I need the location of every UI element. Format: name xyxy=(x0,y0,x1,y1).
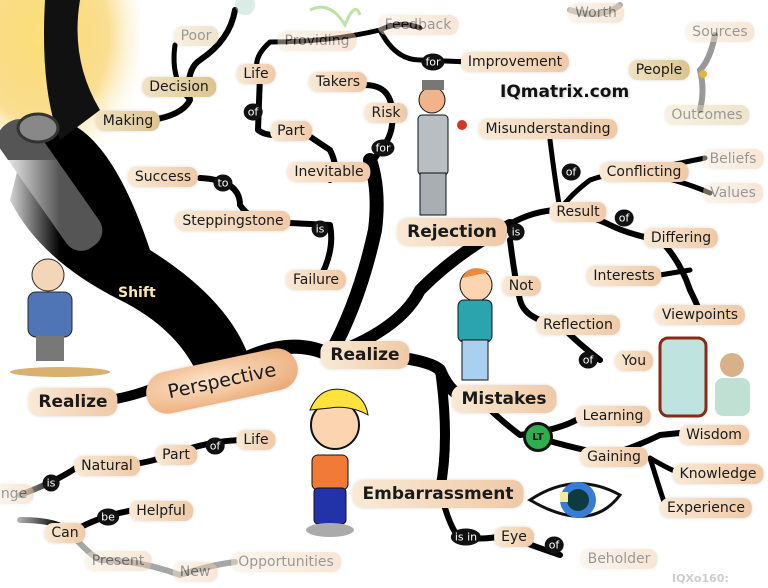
node-reflection[interactable]: Reflection xyxy=(536,315,620,335)
old-man-icon xyxy=(10,258,110,377)
lt-badge: LT xyxy=(523,422,553,452)
node-present[interactable]: Present xyxy=(84,551,152,571)
node-takers[interactable]: Takers xyxy=(308,72,368,92)
node-people[interactable]: People xyxy=(628,60,690,80)
node-making[interactable]: Making xyxy=(95,111,161,131)
node-inevitable[interactable]: Inevitable xyxy=(287,162,371,182)
site-brand: IQmatrix.com xyxy=(500,82,630,102)
node-knowledge[interactable]: Knowledge xyxy=(672,464,764,484)
connector-of-part: of xyxy=(205,437,225,455)
connector-is-in: is in xyxy=(450,528,482,546)
node-life-bottom[interactable]: Life xyxy=(236,430,276,450)
connector-for-improvement: for xyxy=(421,53,445,71)
node-mistakes[interactable]: Mistakes xyxy=(451,385,557,413)
node-decision[interactable]: Decision xyxy=(142,77,216,97)
connector-of-conflicting: of xyxy=(561,163,581,181)
node-not[interactable]: Not xyxy=(501,276,541,296)
node-eye[interactable]: Eye xyxy=(494,527,534,547)
node-beholder[interactable]: Beholder xyxy=(580,549,658,569)
node-opportunities[interactable]: Opportunities xyxy=(231,552,341,572)
node-new[interactable]: New xyxy=(172,562,218,582)
node-risk[interactable]: Risk xyxy=(364,103,408,123)
node-wisdom[interactable]: Wisdom xyxy=(679,425,749,445)
boy-character-icon xyxy=(306,388,369,537)
node-natural[interactable]: Natural xyxy=(74,456,140,476)
node-interests[interactable]: Interests xyxy=(586,266,662,286)
node-poor[interactable]: Poor xyxy=(173,26,219,46)
node-learning[interactable]: Learning xyxy=(575,406,651,426)
node-can[interactable]: Can xyxy=(44,523,86,543)
node-rejection[interactable]: Rejection xyxy=(397,218,507,246)
node-worth[interactable]: Worth xyxy=(568,3,624,23)
node-conflicting[interactable]: Conflicting xyxy=(599,162,689,182)
businessman-icon xyxy=(417,80,467,216)
watermark: IQXo160: xyxy=(672,572,729,585)
node-change[interactable]: nge xyxy=(0,484,35,504)
connector-is-failure: is xyxy=(311,220,329,238)
node-embarrassment[interactable]: Embarrassment xyxy=(352,480,524,508)
node-gaining[interactable]: Gaining xyxy=(580,447,648,467)
connector-of-life: of xyxy=(243,103,263,121)
node-viewpoints[interactable]: Viewpoints xyxy=(654,305,746,325)
connector-is-rejection: is xyxy=(507,223,525,241)
node-misunderstanding[interactable]: Misunderstanding xyxy=(478,119,618,139)
node-improvement[interactable]: Improvement xyxy=(460,52,570,72)
eye-icon xyxy=(527,482,623,518)
node-outcomes[interactable]: Outcomes xyxy=(664,105,750,125)
mirror-figure-icon xyxy=(658,336,750,418)
connector-be: be xyxy=(97,508,119,526)
node-feedback[interactable]: Feedback xyxy=(377,15,459,35)
node-differing[interactable]: Differing xyxy=(643,228,719,248)
shift-label: Shift xyxy=(118,285,156,301)
connector-of-beholder: of xyxy=(544,536,564,554)
node-part-bottom[interactable]: Part xyxy=(155,445,197,465)
node-experience[interactable]: Experience xyxy=(659,498,753,518)
node-part-top[interactable]: Part xyxy=(270,121,312,141)
node-beliefs[interactable]: Beliefs xyxy=(702,149,764,169)
node-failure[interactable]: Failure xyxy=(285,270,347,290)
plant-icon xyxy=(235,0,362,29)
node-realize-left[interactable]: Realize xyxy=(28,388,118,416)
node-realize-main[interactable]: Realize xyxy=(320,341,410,369)
connector-of-you: of xyxy=(578,351,598,369)
connector-of-differing: of xyxy=(614,209,634,227)
node-result[interactable]: Result xyxy=(549,202,607,222)
connector-is-natural: is xyxy=(42,474,60,492)
connector-to-success: to xyxy=(213,174,233,192)
node-life-top[interactable]: Life xyxy=(236,64,276,84)
node-sources[interactable]: Sources xyxy=(685,22,755,42)
node-values[interactable]: Values xyxy=(703,183,763,203)
node-you[interactable]: You xyxy=(614,351,654,371)
node-steppingstone[interactable]: Steppingstone xyxy=(175,211,291,231)
node-helpful[interactable]: Helpful xyxy=(129,501,193,521)
thinking-man-icon xyxy=(457,268,493,381)
node-success[interactable]: Success xyxy=(127,167,199,187)
connector-for-risk: for xyxy=(371,139,395,157)
node-providing[interactable]: Providing xyxy=(277,31,357,51)
